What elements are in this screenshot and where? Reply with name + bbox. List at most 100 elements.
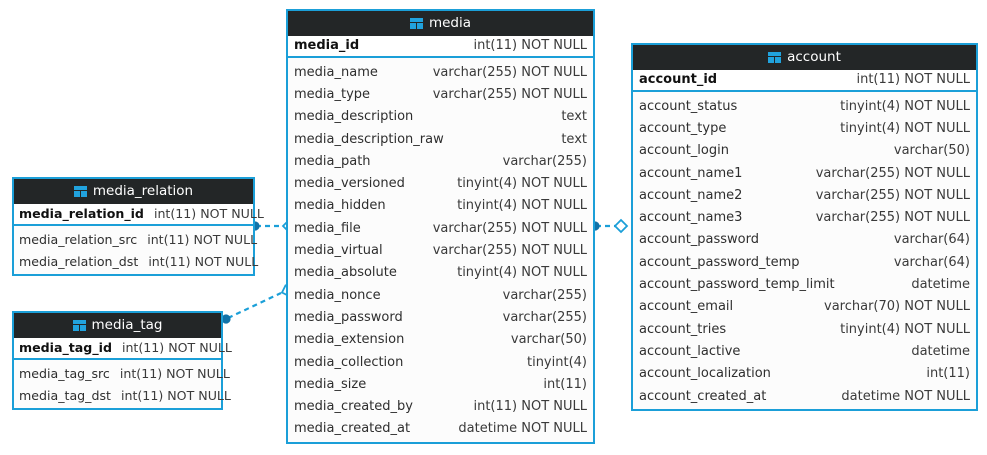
field-type: varchar(255) [502, 309, 587, 325]
entity-account[interactable]: account account_id int(11) NOT NULL acco… [631, 43, 978, 412]
field-type: int(11) [543, 376, 587, 392]
field-name: account_login [639, 143, 729, 159]
relationship-media_tag-media [221, 284, 294, 324]
field-type: varchar(64) [893, 254, 970, 270]
entity-media[interactable]: media media_id int(11) NOT NULL media_na… [286, 9, 595, 445]
field-type: int(11) NOT NULL [119, 366, 230, 382]
entity-header-media_tag: media_tag [14, 313, 221, 338]
field-list: media_relation_src int(11) NOT NULL media… [14, 226, 258, 274]
field-type: int(11) NOT NULL [473, 399, 587, 415]
field-name: media_relation_dst [19, 253, 139, 269]
table-row: account_type tinyint(4) NOT NULL [633, 117, 976, 139]
field-type: varchar(50) [893, 143, 970, 159]
relationship-line [227, 292, 282, 319]
table-row: media_name varchar(255) NOT NULL [288, 61, 593, 83]
field-name: account_lactive [639, 343, 741, 359]
field-type: varchar(255) NOT NULL [815, 165, 970, 181]
field-type: int(11) NOT NULL [148, 253, 259, 269]
table-row: account_password_temp varchar(64) [633, 251, 976, 273]
field-type: datetime [911, 343, 970, 359]
field-name: media_collection [294, 354, 404, 370]
table-row: media_collection tinyint(4) [288, 351, 593, 373]
field-name: media_absolute [294, 265, 397, 281]
field-type: int(11) NOT NULL [121, 340, 232, 355]
table-row: media_extension varchar(50) [288, 329, 593, 351]
table-row: media_nonce varchar(255) [288, 284, 593, 306]
field-type: int(11) NOT NULL [120, 387, 231, 403]
field-type: varchar(255) [502, 287, 587, 303]
field-type: varchar(255) NOT NULL [815, 210, 970, 226]
table-icon [409, 18, 423, 29]
field-type: tinyint(4) [526, 354, 587, 370]
field-name: media_tag_id [19, 340, 112, 355]
field-type: int(11) NOT NULL [153, 206, 264, 221]
table-row: account_name2 varchar(255) NOT NULL [633, 184, 976, 206]
relationship-media-account [590, 218, 629, 234]
table-icon [73, 186, 87, 197]
table-row: media_tag_dst int(11) NOT NULL [14, 385, 231, 407]
field-name: media_file [294, 220, 361, 236]
field-type: varchar(255) NOT NULL [432, 64, 587, 80]
entity-header-media: media [288, 11, 593, 36]
primary-key-row: account_id int(11) NOT NULL [633, 70, 976, 92]
field-name: media_name [294, 64, 378, 80]
entity-title: account [787, 48, 841, 65]
field-name: media_hidden [294, 198, 386, 214]
field-name: media_versioned [294, 176, 405, 192]
field-type: datetime [911, 277, 970, 293]
field-type: varchar(70) NOT NULL [824, 299, 970, 315]
field-name: account_name2 [639, 187, 743, 203]
field-name: account_status [639, 98, 738, 114]
field-name: account_id [639, 72, 718, 87]
field-type: int(11) NOT NULL [473, 38, 587, 53]
field-name: media_extension [294, 332, 405, 348]
entity-title: media_tag [91, 316, 163, 333]
table-row: account_login varchar(50) [633, 140, 976, 162]
field-name: media_created_at [294, 421, 411, 437]
field-name: media_path [294, 153, 371, 169]
entity-media_relation[interactable]: media_relation media_relation_id int(11)… [12, 177, 264, 276]
field-name: media_tag_dst [19, 387, 111, 403]
field-name: account_type [639, 120, 727, 136]
field-type: tinyint(4) NOT NULL [840, 120, 970, 136]
field-type: varchar(50) [510, 332, 587, 348]
entity-header-media_relation: media_relation [14, 179, 253, 204]
field-type: datetime NOT NULL [841, 388, 970, 404]
field-name: media_nonce [294, 287, 381, 303]
field-list: media_name varchar(255) NOT NULL media_ty… [288, 58, 593, 443]
field-type: text [561, 131, 587, 147]
field-type: text [561, 109, 587, 125]
field-name: account_password_temp_limit [639, 277, 835, 293]
field-name: account_localization [639, 366, 771, 382]
field-name: media_relation_src [19, 232, 138, 248]
field-type: datetime NOT NULL [458, 421, 587, 437]
field-type: int(11) NOT NULL [147, 232, 258, 248]
field-name: account_password_temp [639, 254, 800, 270]
entity-media_tag[interactable]: media_tag media_tag_id int(11) NOT NULL … [12, 311, 232, 410]
table-row: account_password_temp_limit datetime [633, 273, 976, 295]
field-name: media_created_by [294, 399, 413, 415]
field-type: int(11) NOT NULL [856, 72, 970, 87]
field-type: varchar(64) [893, 232, 970, 248]
field-name: media_id [294, 38, 360, 53]
field-type: varchar(255) NOT NULL [815, 187, 970, 203]
primary-key-row: media_relation_id int(11) NOT NULL [14, 204, 264, 226]
field-type: varchar(255) NOT NULL [432, 86, 587, 102]
table-row: media_created_at datetime NOT NULL [288, 418, 593, 440]
